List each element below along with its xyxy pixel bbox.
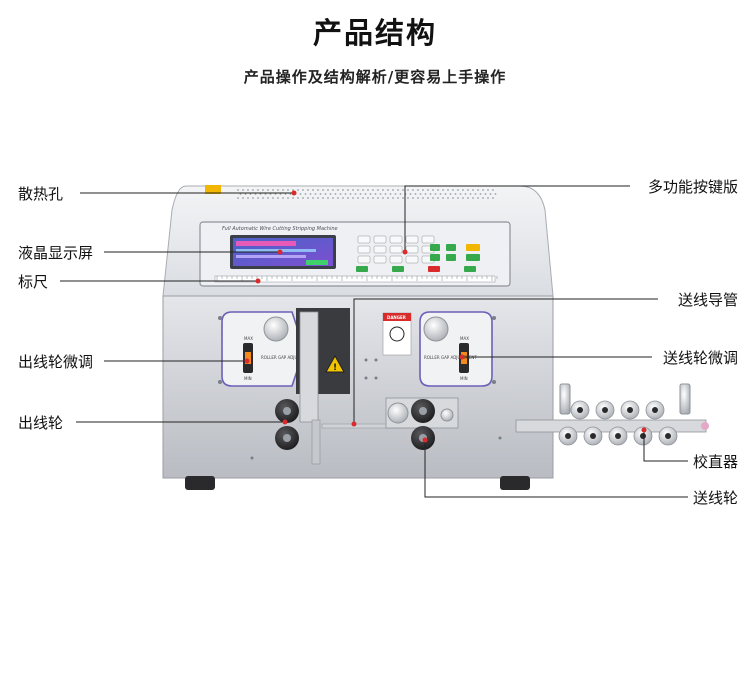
danger-triangle [325, 354, 345, 373]
callout-vent: 散热孔 [18, 185, 64, 203]
page-subtitle: 产品操作及结构解析/更容易上手操作 [243, 68, 507, 86]
svg-text:!: ! [333, 363, 337, 373]
foot-right [500, 476, 530, 490]
svg-text:DANGER: DANGER [387, 315, 406, 320]
callout-keypad: 多功能按键版 [647, 178, 738, 196]
callout-feed-adjust: 送线轮微调 [662, 349, 738, 367]
svg-text:MAX: MAX [244, 336, 253, 341]
blade-guide [299, 311, 319, 423]
svg-text:MIN: MIN [244, 376, 252, 381]
panel-title: Full Automatic Wire Cutting Stripping Ma… [222, 226, 338, 232]
callout-out-wheel: 出线轮 [18, 414, 64, 432]
ruler [214, 275, 496, 283]
svg-text:MAX: MAX [460, 336, 469, 341]
page-title: 产品结构 [312, 16, 437, 50]
callout-out-adjust: 出线轮微调 [18, 353, 94, 371]
warning-sticker [205, 185, 221, 194]
out-wheels [275, 399, 299, 450]
callout-guide-tube: 送线导管 [677, 291, 738, 309]
right-roller-text: ROLLER GAP ADJUSTMENT [424, 355, 477, 360]
callout-feed-wheel: 送线轮 [692, 489, 738, 507]
left-roller-text: ROLLER GAP ADJUSTMENT [261, 355, 314, 360]
callout-ruler: 标尺 [18, 273, 49, 291]
svg-text:MIN: MIN [460, 376, 468, 381]
callout-straightener: 校直器 [692, 453, 738, 471]
foot-left [185, 476, 215, 490]
callout-lcd: 液晶显示屏 [18, 244, 94, 262]
